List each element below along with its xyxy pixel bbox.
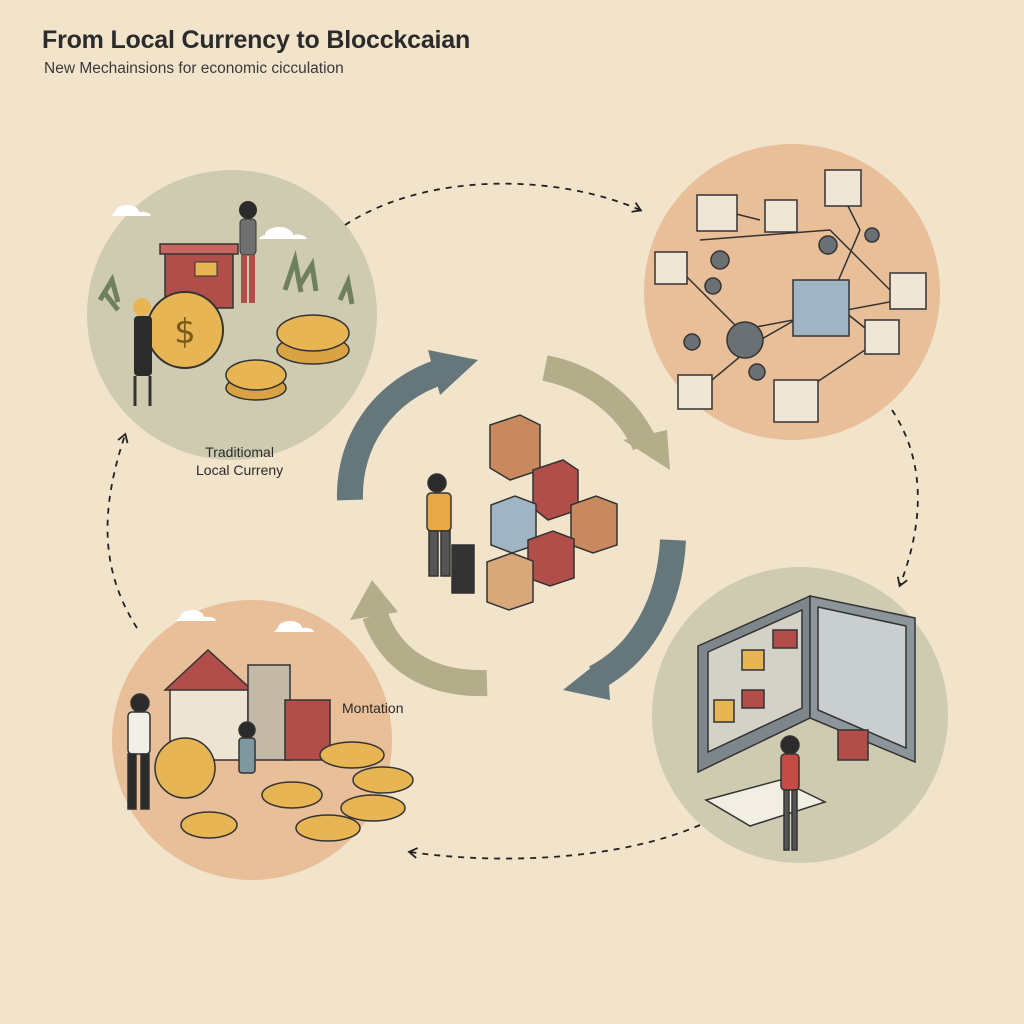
traditional-label-line1: Traditiomal [205, 444, 274, 460]
cycle-arrow-lower-left [362, 610, 488, 697]
cycle-arrow-upper-left [336, 359, 445, 501]
cycle-arrowhead-lower-left [350, 580, 398, 620]
montation-scene [127, 610, 414, 842]
dashed-arrow-right [891, 409, 919, 588]
traditional-currency-label: Traditiomal Local Curreny [196, 443, 283, 479]
digital-platform-scene [697, 594, 916, 851]
svg-text:$: $ [174, 312, 196, 352]
blockchain-network-scene [654, 169, 927, 423]
dashed-arrow-bottom [407, 824, 701, 860]
cycle-arrow-lower-right [588, 539, 686, 690]
central-blocks-scene [426, 414, 618, 611]
page-title: From Local Currency to Blocckcaian [42, 26, 471, 54]
dashed-arrow-left [106, 432, 138, 629]
dashed-arrow-top [344, 182, 643, 226]
cycle-arrow-upper-right [542, 355, 657, 451]
cycle-arrowhead-lower-right [563, 655, 610, 700]
traditional-label-line2: Local Curreny [196, 462, 284, 478]
cycle-arrowhead-upper-left [428, 350, 478, 395]
traditional-currency-scene: $ [97, 201, 355, 406]
montation-label: Montation [342, 700, 404, 716]
traditional-currency-circle [87, 170, 377, 460]
cycle-arrowhead-upper-right [623, 430, 670, 470]
cube-block-icon [792, 279, 850, 337]
cycle-arrows [336, 350, 686, 700]
page-subtitle: New Mechainsions for economic cicculatio… [44, 60, 344, 77]
